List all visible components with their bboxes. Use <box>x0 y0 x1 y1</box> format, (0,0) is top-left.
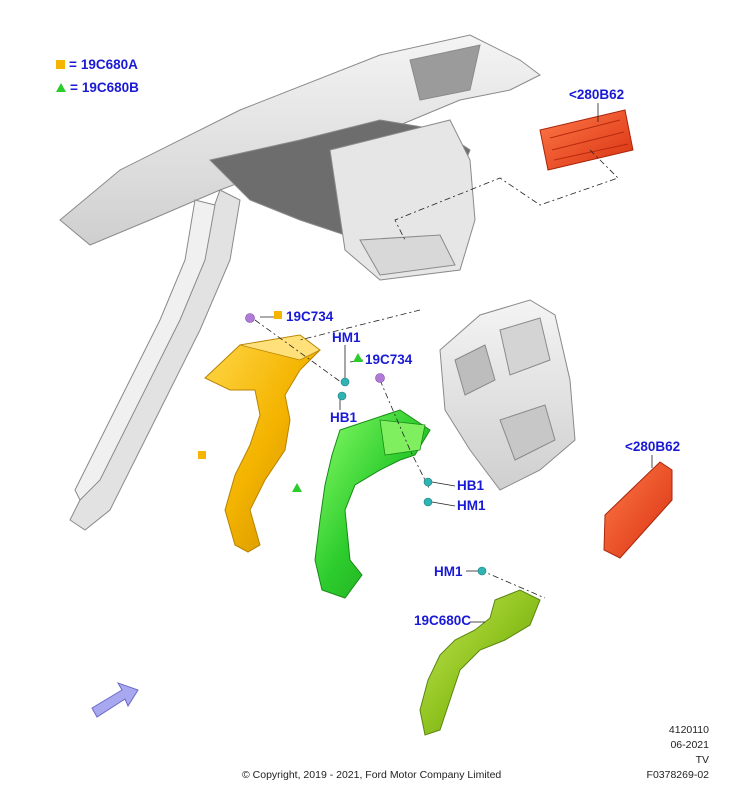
clip-19c734-left <box>245 313 255 323</box>
clips <box>245 313 385 383</box>
screw-hm1-right <box>423 497 433 507</box>
callout-hm1-top[interactable]: HM1 <box>332 330 361 345</box>
trim-panel-right <box>603 461 673 559</box>
yellow-square-icon <box>274 311 282 319</box>
meta-line-2: 06-2021 <box>670 739 709 751</box>
yellow-square-icon <box>198 451 206 459</box>
meta-line-3: TV <box>695 754 709 766</box>
air-duct-19c680b <box>314 409 431 599</box>
screw-hb1-top <box>337 391 347 401</box>
legend-code: 19C680A <box>80 57 138 72</box>
copyright-notice: © Copyright, 2019 - 2021, Ford Motor Com… <box>242 769 502 781</box>
legend-equals: = <box>69 57 77 72</box>
callout-hb1-top[interactable]: HB1 <box>330 410 358 425</box>
screw-hm1-lower <box>477 566 487 576</box>
green-triangle-icon <box>292 483 302 492</box>
callout-19c734-mid[interactable]: 19C734 <box>365 352 413 367</box>
trim-panel-top <box>539 109 634 171</box>
callout-280b62-right[interactable]: <280B62 <box>625 439 681 454</box>
legend-row-19c680b: = 19C680B <box>56 80 139 95</box>
view-direction-arrow-icon <box>91 682 139 718</box>
legend-row-19c680a: = 19C680A <box>56 57 138 72</box>
callout-19c680c[interactable]: 19C680C <box>414 613 472 628</box>
legend-equals: = <box>70 80 78 95</box>
green-triangle-icon <box>56 83 66 92</box>
air-duct-19c680c <box>419 589 541 736</box>
instrument-panel-structure <box>59 34 541 531</box>
hvac-module <box>439 299 576 491</box>
legend-code: 19C680B <box>81 80 139 95</box>
air-duct-19c680a <box>204 334 321 553</box>
fasteners <box>337 377 487 576</box>
callout-hm1-lower[interactable]: HM1 <box>434 564 463 579</box>
callout-19c734-left[interactable]: 19C734 <box>286 309 334 324</box>
callout-hm1-right[interactable]: HM1 <box>457 498 486 513</box>
clip-19c734-mid <box>375 373 385 383</box>
screw-hm1-top <box>340 377 350 387</box>
callout-280b62-top[interactable]: <280B62 <box>569 87 625 102</box>
meta-line-4: F0378269-02 <box>646 769 709 781</box>
callout-hb1-right[interactable]: HB1 <box>457 478 485 493</box>
yellow-square-icon <box>56 60 65 69</box>
meta-line-1: 4120110 <box>668 724 709 736</box>
green-triangle-icon <box>353 353 363 362</box>
leader-lines <box>254 103 653 623</box>
screw-hb1-right <box>423 477 433 487</box>
